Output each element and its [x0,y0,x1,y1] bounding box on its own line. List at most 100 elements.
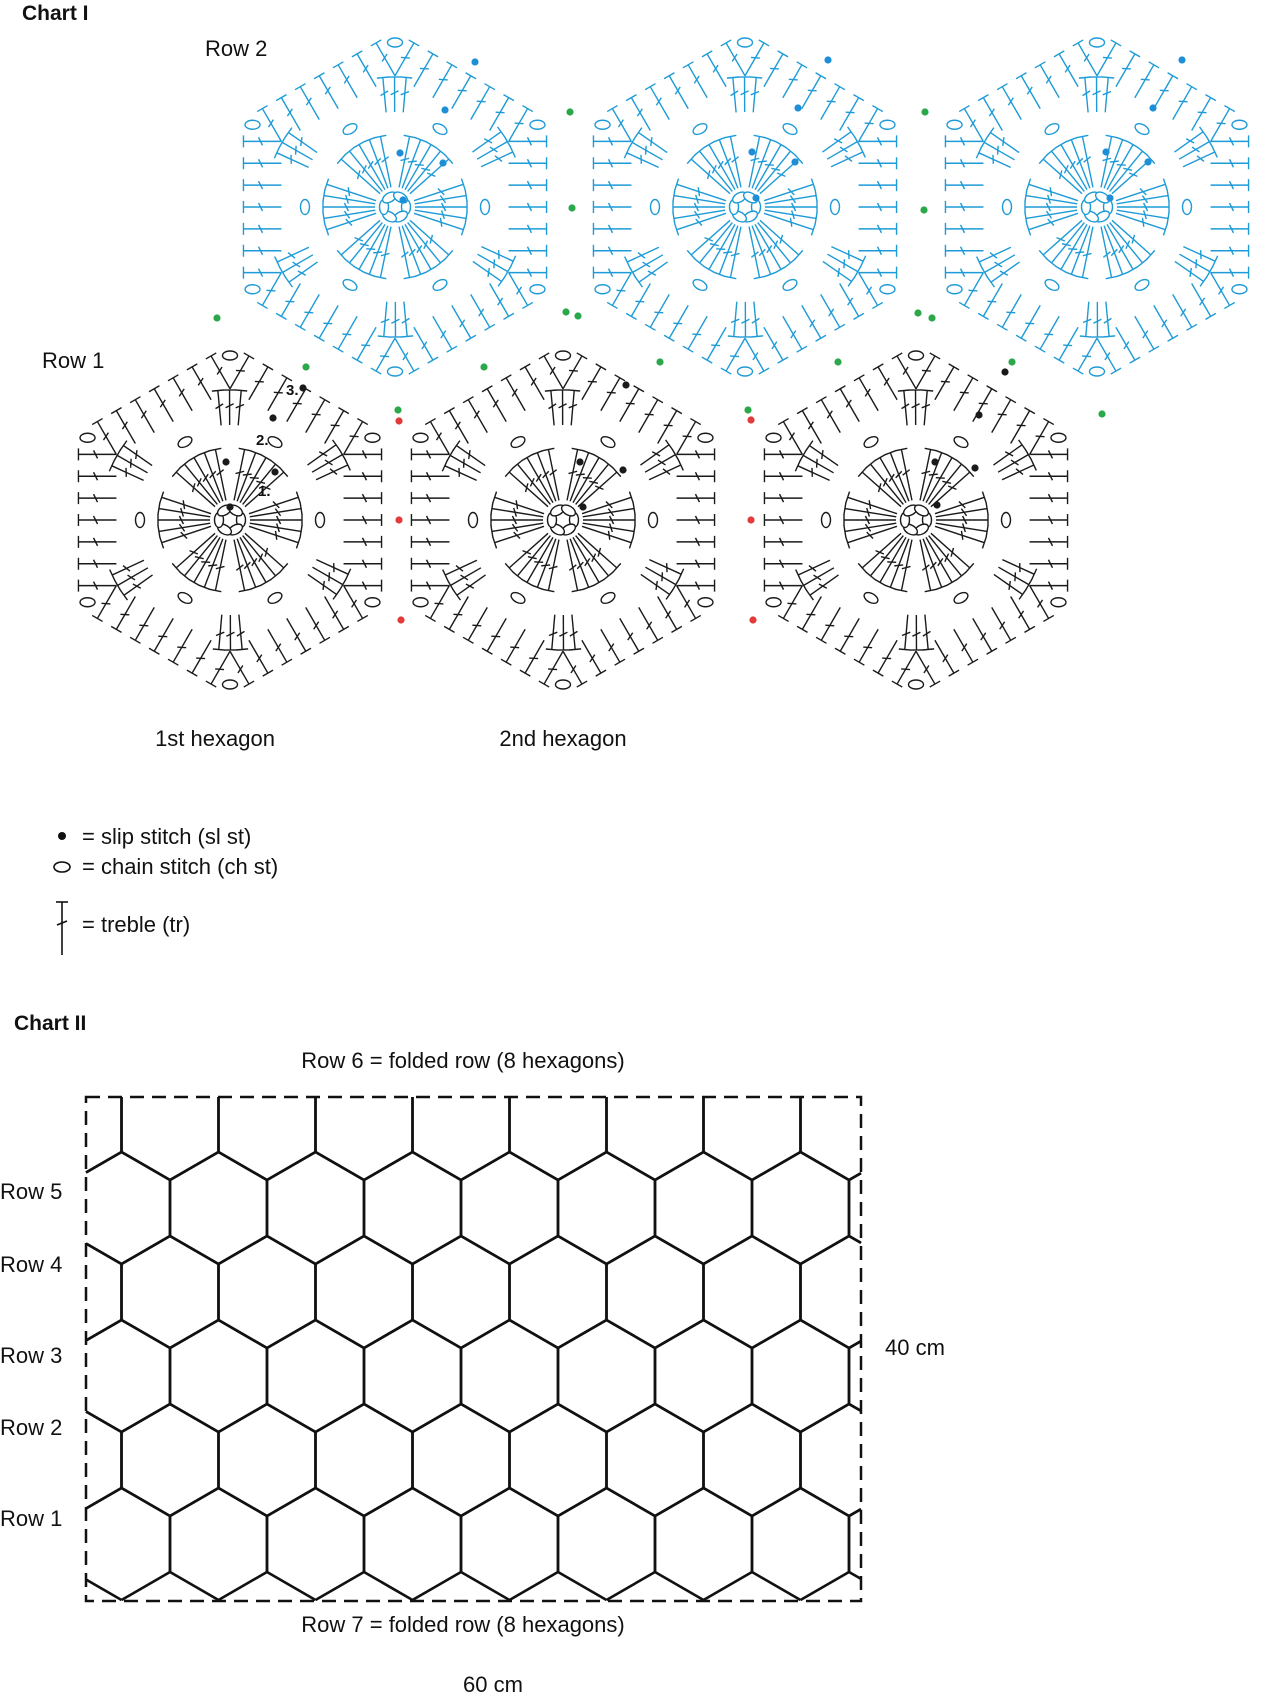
treble-stitch [344,586,368,622]
treble-stitch [704,142,735,190]
treble-stitch [945,223,983,235]
treble-stitch [1102,77,1114,112]
treble-stitch [873,364,897,400]
treble-stitch [364,138,388,189]
treble-stitch [1016,305,1040,341]
treble-stitch [1135,316,1159,352]
slip-stitch-row1 [226,503,233,510]
treble-stitch [389,302,401,337]
treble-stitch [620,386,644,422]
treble-stitch [1066,138,1090,189]
treble-stitch [509,179,547,191]
hexagon-edge [86,1244,121,1264]
hexagon-edge [752,1236,800,1264]
hexagon-edge [170,1488,218,1516]
hexagon-edge [704,1404,752,1432]
treble-stitch [702,51,726,87]
slip-stitch-row2 [1106,194,1113,201]
hexagon-edge [510,1572,558,1600]
treble-stitch [1211,273,1235,309]
treble-stitch [130,607,154,643]
treble-stitch [821,294,845,330]
treble-stitch [859,157,897,169]
chain-stitch [176,590,193,605]
hexagon-edge [461,1236,509,1264]
hexagon-edge [267,1320,315,1348]
row2-hexagon-3 [945,38,1248,376]
treble-stitch [1174,127,1206,152]
treble-stitch [1056,224,1087,272]
treble-stitch [306,607,330,643]
treble-stitch [121,575,153,600]
treble-stitch [764,536,802,548]
treble-stitch [444,408,468,444]
slip-stitch-row2 [1149,104,1156,111]
treble-stitch [463,397,487,433]
treble-stitch [714,226,738,277]
treble-stitch [959,273,983,309]
hexagon-edge [219,1572,267,1600]
hexagon-edge [170,1404,218,1432]
slip-stitch-row1 [269,414,276,421]
slip-stitch-row2 [439,159,446,166]
hexagon-edge [86,1320,122,1340]
treble-stitch [168,629,192,665]
treble-stitch [859,245,897,257]
treble-stitch [505,468,548,507]
treble-stitch [921,390,933,425]
treble-stitch [411,536,449,548]
treble-stitch [885,539,909,590]
treble-stitch [677,448,715,460]
slip-stitch-row2 [791,158,798,165]
treble-stitch [582,364,606,400]
treble-stitch [898,390,910,425]
treble-stitch [593,135,631,147]
treble-stitch [859,179,897,191]
hexagon-edge [801,1488,849,1516]
treble-stitch [344,514,382,526]
treble-stitch [433,62,457,98]
chain-stitch [223,680,238,689]
join-stitch [920,206,927,213]
row1-hexagon-2 [411,351,714,689]
treble-stitch [92,419,116,455]
treble-stitch [959,106,983,142]
treble-stitch [402,226,426,277]
join-stitch-row1 [397,616,404,623]
chain-stitch [365,598,380,607]
hexagon-edge [752,1404,800,1432]
treble-stitch [199,451,223,502]
treble-stitch [545,390,557,425]
treble-stitch [658,408,682,444]
chain-stitch [1003,200,1012,215]
treble-stitch [149,386,173,422]
hexagon-edge [607,1320,655,1348]
treble-stitch [645,84,669,120]
treble-stitch [1192,283,1216,319]
hexagon-edge [122,1236,170,1264]
treble-stitch [945,201,983,213]
chain-stitch [909,351,924,360]
join-stitch [562,308,569,315]
treble-stitch [568,390,580,425]
chain-stitch [413,598,428,607]
treble-stitch [807,575,839,600]
treble-stitch [482,618,506,654]
slip-stitch-row2 [824,56,831,63]
hexagon-edge [170,1320,218,1348]
slip-stitch-row1 [619,466,626,473]
chain-stitch-symbol [54,862,70,872]
hexagon-edge [461,1320,509,1348]
chain-stitch [1043,277,1060,292]
treble-stitch [601,629,625,665]
treble-stitch [325,596,349,632]
chain-stitch [245,285,260,294]
treble-stitch [111,596,135,632]
treble-stitch [1030,580,1068,592]
step-label-1: 1. [258,483,271,500]
treble-stitch [425,586,449,622]
treble-stitch [1211,223,1249,235]
treble-stitch [1135,62,1159,98]
slip-stitch-row2 [441,106,448,113]
hexagon-edge [849,1404,861,1411]
